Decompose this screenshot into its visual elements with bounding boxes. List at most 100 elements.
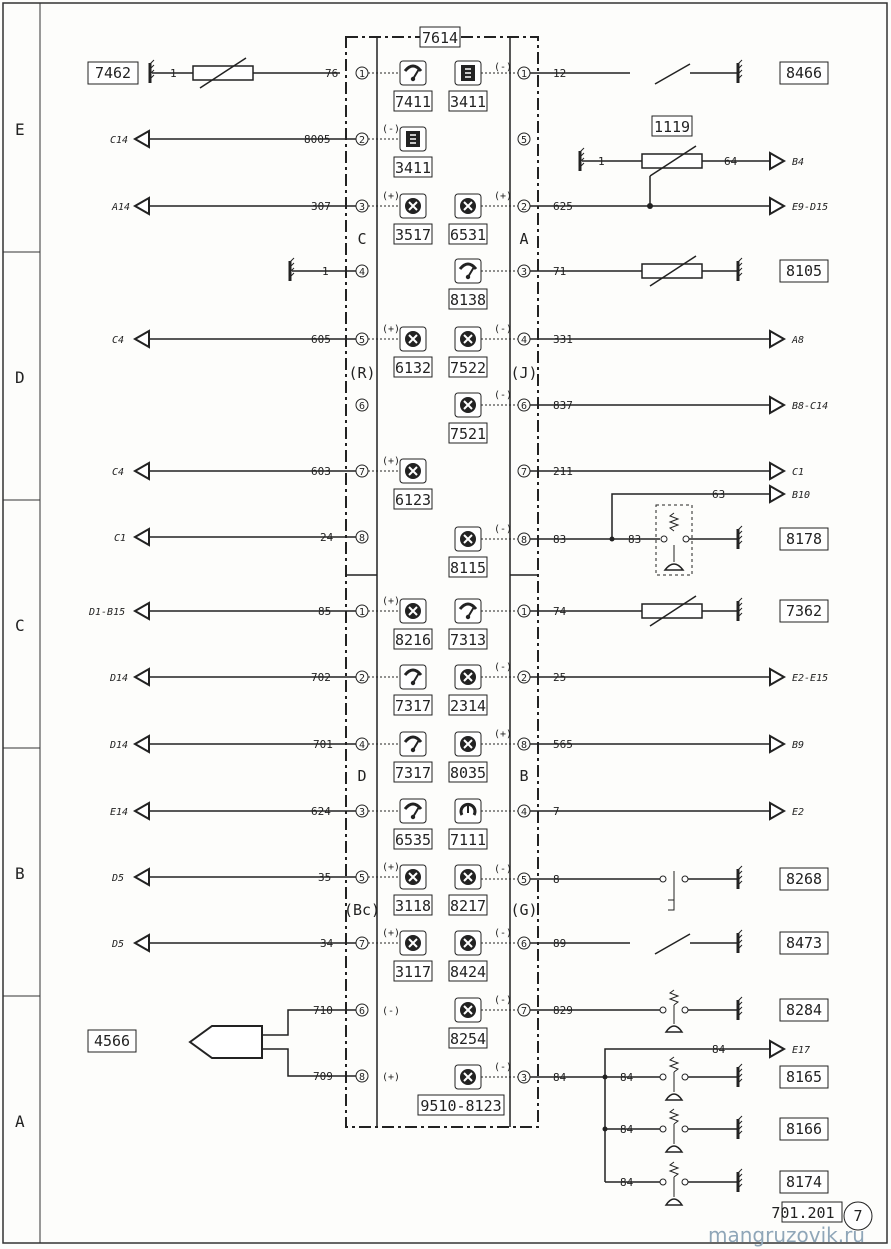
wire-number: 71 xyxy=(553,265,566,278)
warning-lamp-7313: 7313 xyxy=(448,598,518,650)
pin-number: 2 xyxy=(359,673,365,684)
connector-label-d: D xyxy=(357,767,366,785)
component-code: 7362 xyxy=(786,602,822,620)
lamp-code: 8217 xyxy=(450,897,486,915)
wire-number: 84 xyxy=(620,1071,634,1084)
component-code: 8473 xyxy=(786,934,822,952)
wire-number: 605 xyxy=(311,333,331,346)
lamp-icon xyxy=(459,530,477,548)
lamp-icon xyxy=(459,735,477,753)
polarity-label: (+) xyxy=(382,324,400,335)
zone-label-e: E xyxy=(15,120,25,139)
pin-number: 2 xyxy=(521,673,527,684)
watermark: mangruzovik.ru xyxy=(708,1223,865,1247)
doc-code-box xyxy=(781,1201,843,1223)
pin-circle xyxy=(355,530,369,544)
lamp-code: 3411 xyxy=(450,93,486,111)
wire-number: 34 xyxy=(320,937,334,950)
warning-lamp-7317-b: 7317 xyxy=(368,731,433,783)
destination-label: E9-D15 xyxy=(792,202,828,213)
polarity-label: (-) xyxy=(382,124,400,135)
doc-code: 701.201 A xyxy=(771,1204,852,1222)
component-box-1119 xyxy=(651,115,693,137)
component-code: 8166 xyxy=(786,1120,822,1138)
polarity-label: (-) xyxy=(494,1062,512,1073)
destination-label: E2 xyxy=(792,807,804,818)
wire-number: 625 xyxy=(553,200,573,213)
pin-circle xyxy=(355,1003,369,1017)
polarity-label: (-) xyxy=(494,524,512,535)
lamp-icon xyxy=(459,934,477,952)
zone-label-d: D xyxy=(15,368,25,387)
polarity-label: (-) xyxy=(494,62,512,73)
lamp-code: 7521 xyxy=(450,425,486,443)
lamp-code: 8138 xyxy=(450,291,486,309)
component-code: 8105 xyxy=(786,262,822,280)
lamp-code: 3117 xyxy=(395,963,431,981)
destination-label: A8 xyxy=(791,335,804,346)
pin-number: 8 xyxy=(521,740,527,751)
zone-label-a: A xyxy=(15,1112,25,1131)
wire-number: 7 xyxy=(553,805,560,818)
warning-lamp-3117: 3117 xyxy=(368,930,433,982)
pin-number: 5 xyxy=(521,135,527,146)
wire-number: 12 xyxy=(553,67,566,80)
tachometer-7111: 7111 xyxy=(448,798,518,850)
lamp-code: 7317 xyxy=(395,697,431,715)
polarity-label: (+) xyxy=(494,191,512,202)
component-code: 7462 xyxy=(95,64,131,82)
destination-label: D14 xyxy=(109,673,128,684)
wire-number: 24 xyxy=(320,531,334,544)
destination-label: C1 xyxy=(114,533,126,544)
wire-number: 8 xyxy=(553,873,560,886)
pin-number: 3 xyxy=(359,202,365,213)
sensor-probe-icon xyxy=(188,1025,263,1059)
page-number-circle xyxy=(843,1201,873,1231)
warning-lamp-8254: 8254 xyxy=(448,997,518,1049)
wire-number: 63 xyxy=(712,488,725,501)
page-number: 7 xyxy=(853,1207,862,1225)
wire-number: 83 xyxy=(553,533,566,546)
sensor-group-8165: 84 8165 xyxy=(605,1056,829,1101)
wire-number: 211 xyxy=(553,465,573,478)
sensor-group-8166: 84 8166 xyxy=(602,1108,829,1153)
polarity-label: (+) xyxy=(382,1072,400,1083)
pin-number: 5 xyxy=(521,875,527,886)
pin-number: 6 xyxy=(359,401,365,412)
warning-lamp-6132: 6132 xyxy=(368,326,433,378)
pressure-switch-icon xyxy=(668,512,680,532)
polarity-label: (-) xyxy=(494,864,512,875)
destination-label: E14 xyxy=(110,807,128,818)
lamp-code: 7522 xyxy=(450,359,486,377)
left-row-l6: 6 xyxy=(355,398,369,412)
polarity-label: (-) xyxy=(382,1006,400,1017)
warning-lamp-8424: 8424 xyxy=(448,930,518,982)
destination-label: D5 xyxy=(111,939,124,950)
warning-lamp-2314: 2314 xyxy=(448,664,518,716)
wire-number: 64 xyxy=(724,155,738,168)
warning-lamp-3118: 3118 xyxy=(368,864,433,916)
wire-number: 603 xyxy=(311,465,331,478)
wire-number: 837 xyxy=(553,399,573,412)
polarity-label: (-) xyxy=(494,324,512,335)
connector-label-c: C xyxy=(357,230,366,248)
component-code: 8466 xyxy=(786,64,822,82)
destination-label: C4 xyxy=(112,467,124,478)
lamp-icon xyxy=(404,330,422,348)
polarity-label: (+) xyxy=(494,729,512,740)
warning-lamp-3411-right: 3411 xyxy=(448,60,518,112)
polarity-label: (+) xyxy=(382,456,400,467)
beam-icon xyxy=(460,64,476,82)
lamp-code: 8216 xyxy=(395,631,431,649)
